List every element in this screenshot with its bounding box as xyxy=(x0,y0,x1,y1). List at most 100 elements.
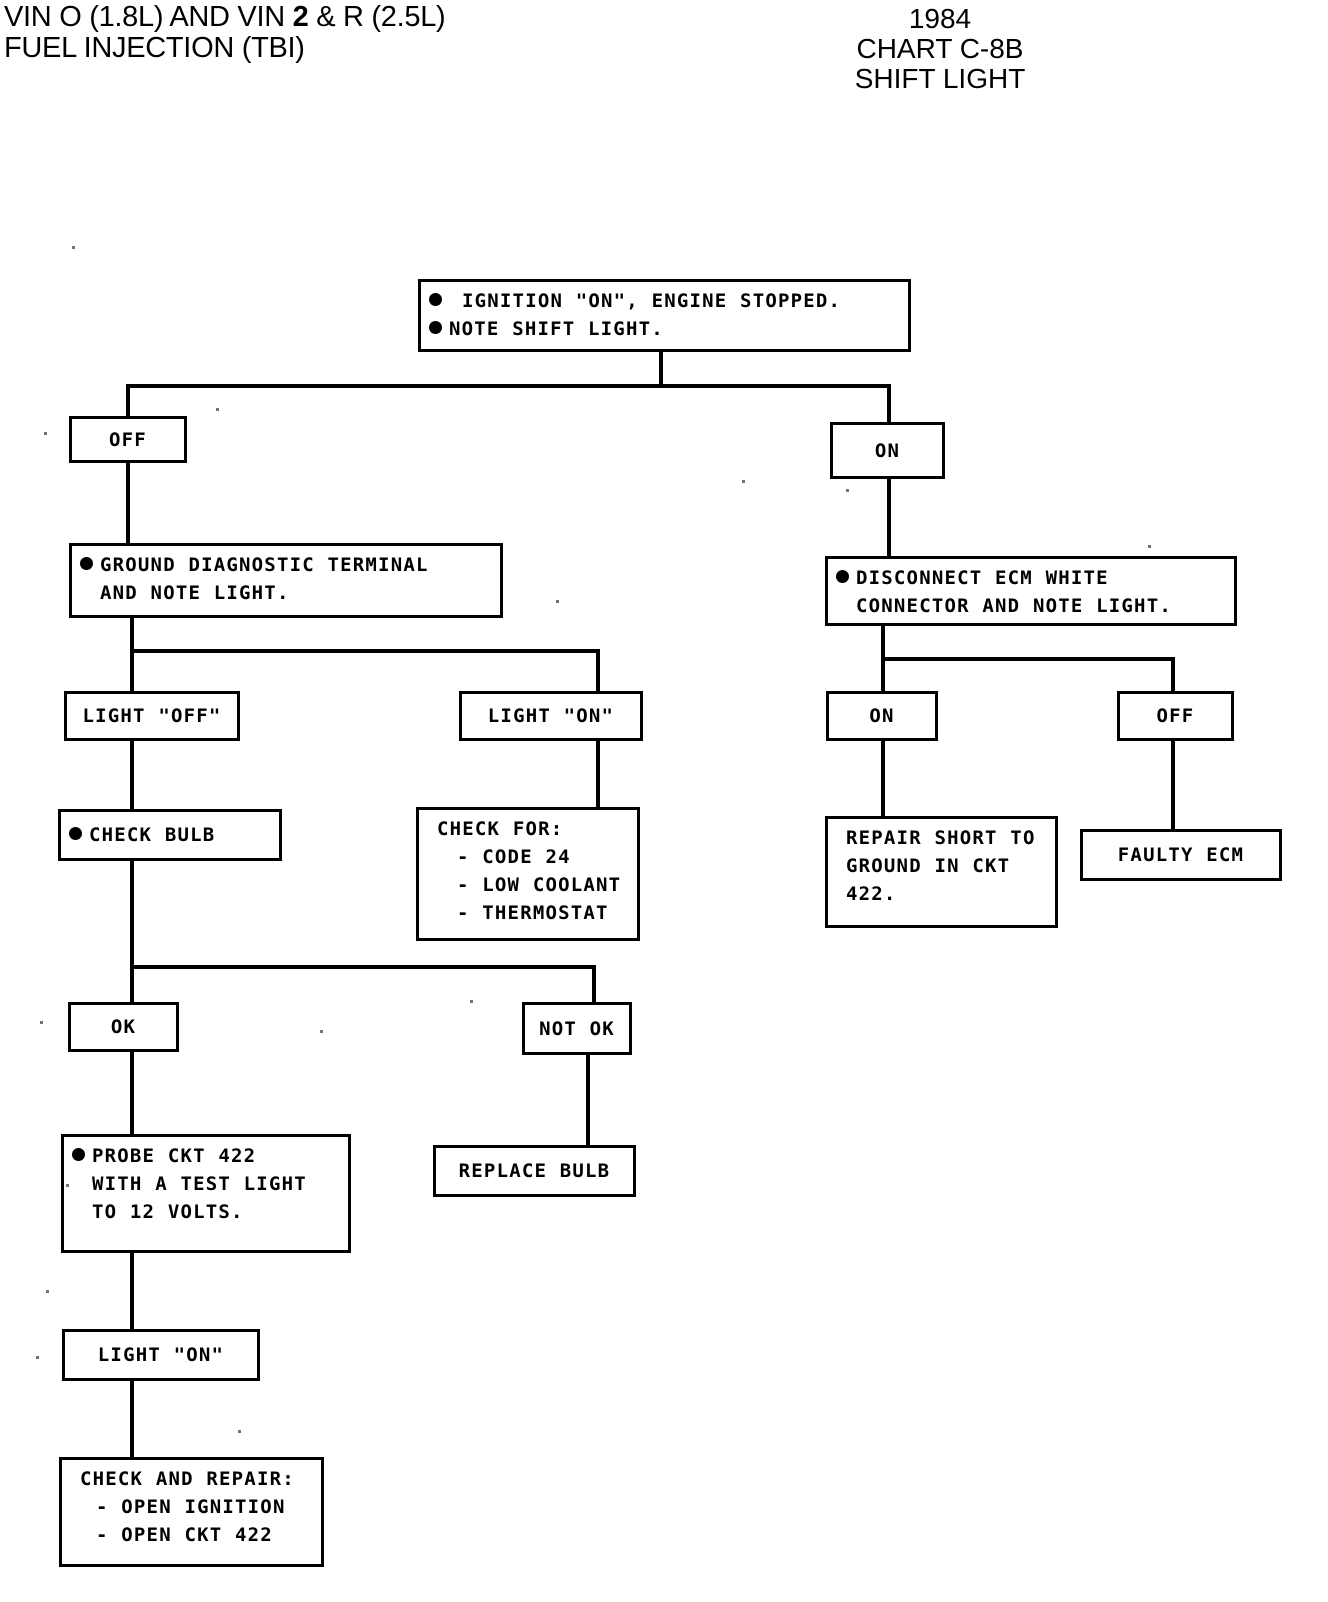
node-off-branch-label: OFF xyxy=(109,428,147,451)
connector-to-on2 xyxy=(881,657,885,691)
bullet-icon xyxy=(72,1148,85,1161)
header-line-2: FUEL INJECTION (TBI) xyxy=(4,32,305,64)
node-check-for-line-3: - LOW COOLANT xyxy=(457,874,622,896)
scan-speck xyxy=(66,1184,69,1187)
scan-speck xyxy=(470,1000,473,1003)
node-off-after-disconnect[interactable]: OFF xyxy=(1117,691,1234,741)
node-off-branch[interactable]: OFF xyxy=(69,416,187,463)
node-start-line-2-wrap: NOTE SHIFT LIGHT. xyxy=(429,315,900,343)
connector-light-on-to-check-for xyxy=(596,741,600,807)
node-replace-bulb[interactable]: REPLACE BULB xyxy=(433,1145,636,1197)
connector-check-bulb-split-bar xyxy=(130,965,596,969)
node-ground-diagnostic-terminal[interactable]: GROUND DIAGNOSTIC TERMINAL AND NOTE LIGH… xyxy=(69,543,503,618)
node-probe-ckt-line-1-wrap: PROBE CKT 422 xyxy=(72,1142,340,1170)
header-chart-name: SHIFT LIGHT xyxy=(854,63,1026,94)
header-line-1: VIN O (1.8L) AND VIN 2 & R (2.5L) xyxy=(4,1,446,33)
header-chart-number: CHART C-8B xyxy=(856,33,1024,64)
node-check-for[interactable]: CHECK FOR: - CODE 24 - LOW COOLANT - THE… xyxy=(416,807,640,941)
node-check-bulb-line-wrap: CHECK BULB xyxy=(69,821,215,849)
scan-speck xyxy=(36,1356,39,1359)
node-disconnect-ecm-line-1-wrap: DISCONNECT ECM WHITE xyxy=(836,564,1226,592)
connector-to-light-off xyxy=(130,649,134,691)
connector-to-not-ok xyxy=(592,965,596,1002)
header-line-1-part-c: & R (2.5L) xyxy=(308,1,446,33)
node-check-and-repair[interactable]: CHECK AND REPAIR: - OPEN IGNITION - OPEN… xyxy=(59,1457,324,1567)
node-replace-bulb-label: REPLACE BULB xyxy=(458,1160,611,1182)
header-line-1-part-b: 2 xyxy=(292,1,309,33)
node-start-line-1: IGNITION "ON", ENGINE STOPPED. xyxy=(462,290,842,312)
scan-speck xyxy=(238,1430,241,1433)
bullet-icon xyxy=(69,827,82,840)
connector-on1-to-disconnect-ecm xyxy=(887,479,891,556)
node-probe-ckt-line-2: WITH A TEST LIGHT xyxy=(92,1173,307,1195)
node-repair-short-line-3: 422. xyxy=(846,883,897,905)
node-repair-short-to-ground[interactable]: REPAIR SHORT TO GROUND IN CKT 422. xyxy=(825,816,1058,928)
scan-speck xyxy=(742,480,745,483)
scan-speck xyxy=(72,246,75,249)
bullet-icon xyxy=(80,557,93,570)
node-on-branch[interactable]: ON xyxy=(830,422,945,479)
node-ok-label: OK xyxy=(110,1016,137,1038)
node-probe-ckt-line-3: TO 12 VOLTS. xyxy=(92,1201,244,1223)
connector-probe-ckt-to-light-on-2 xyxy=(130,1253,134,1329)
scan-speck xyxy=(216,408,219,411)
node-check-repair-line-3: - OPEN CKT 422 xyxy=(96,1524,273,1546)
node-probe-ckt-line-1: PROBE CKT 422 xyxy=(92,1145,257,1167)
node-disconnect-ecm-line-1: DISCONNECT ECM WHITE xyxy=(856,567,1109,589)
connector-off2-to-faulty-ecm xyxy=(1171,741,1175,829)
connector-ground-term-down xyxy=(130,618,134,651)
node-check-repair-line-1: CHECK AND REPAIR: xyxy=(80,1468,295,1490)
node-check-bulb-label: CHECK BULB xyxy=(89,824,216,846)
header-line-1-part-a: VIN O (1.8L) AND VIN xyxy=(4,1,293,33)
connector-to-off2 xyxy=(1171,657,1175,691)
node-repair-short-line-2: GROUND IN CKT xyxy=(846,855,1011,877)
node-check-repair-line-2: - OPEN IGNITION xyxy=(96,1496,286,1518)
connector-light-on-2-to-check-repair xyxy=(130,1381,134,1457)
node-faulty-ecm[interactable]: FAULTY ECM xyxy=(1080,829,1282,881)
node-ground-term-line-2: AND NOTE LIGHT. xyxy=(100,582,290,604)
scan-speck xyxy=(40,1021,43,1024)
connector-disconnect-ecm-down xyxy=(881,626,885,659)
bullet-icon xyxy=(429,321,442,334)
connector-not-ok-to-replace-bulb xyxy=(586,1055,590,1145)
node-ground-term-line-1: GROUND DIAGNOSTIC TERMINAL xyxy=(100,554,429,576)
node-light-on-probe-result[interactable]: LIGHT "ON" xyxy=(62,1329,260,1381)
node-ground-term-line-1-wrap: GROUND DIAGNOSTIC TERMINAL xyxy=(80,551,492,579)
node-disconnect-ecm-white-connector[interactable]: DISCONNECT ECM WHITE CONNECTOR AND NOTE … xyxy=(825,556,1237,626)
node-faulty-ecm-label: FAULTY ECM xyxy=(1117,844,1245,866)
node-light-off[interactable]: LIGHT "OFF" xyxy=(64,691,240,741)
connector-disconnect-ecm-split-bar xyxy=(881,657,1175,661)
node-on-after-disconnect[interactable]: ON xyxy=(826,691,938,741)
node-check-for-line-2: - CODE 24 xyxy=(457,846,571,868)
node-light-on[interactable]: LIGHT "ON" xyxy=(459,691,643,741)
node-check-bulb[interactable]: CHECK BULB xyxy=(58,809,282,861)
connector-ok-to-probe-ckt xyxy=(130,1052,134,1134)
header-chart-title: 1984 CHART C-8B SHIFT LIGHT xyxy=(800,4,1080,94)
node-not-ok-label: NOT OK xyxy=(539,1017,615,1040)
connector-check-bulb-down xyxy=(130,861,134,967)
node-on-after-disconnect-label: ON xyxy=(869,705,895,727)
connector-light-off-to-check-bulb xyxy=(130,741,134,809)
node-light-on-probe-result-label: LIGHT "ON" xyxy=(97,1344,225,1366)
node-not-ok[interactable]: NOT OK xyxy=(522,1002,632,1055)
scan-speck xyxy=(46,1290,49,1293)
connector-start-down xyxy=(659,352,663,388)
scan-speck xyxy=(44,432,47,435)
node-check-for-line-4: - THERMOSTAT xyxy=(457,902,609,924)
node-ignition-on-engine-stopped[interactable]: IGNITION "ON", ENGINE STOPPED. NOTE SHIF… xyxy=(418,279,911,352)
scan-speck xyxy=(320,1030,323,1033)
bullet-icon xyxy=(836,570,849,583)
connector-start-split-bar xyxy=(126,384,891,388)
connector-to-on1 xyxy=(887,384,891,422)
connector-to-off1 xyxy=(126,384,130,418)
node-check-for-line-1: CHECK FOR: xyxy=(437,818,564,840)
node-ok[interactable]: OK xyxy=(68,1002,179,1052)
node-repair-short-line-1: REPAIR SHORT TO xyxy=(846,827,1036,849)
connector-ground-term-split-bar xyxy=(130,649,600,653)
connector-to-light-on xyxy=(596,649,600,691)
node-light-off-label: LIGHT "OFF" xyxy=(82,705,222,727)
node-probe-ckt-422[interactable]: PROBE CKT 422 WITH A TEST LIGHT TO 12 VO… xyxy=(61,1134,351,1253)
header-year: 1984 xyxy=(908,3,972,34)
node-off-after-disconnect-label: OFF xyxy=(1156,705,1195,727)
